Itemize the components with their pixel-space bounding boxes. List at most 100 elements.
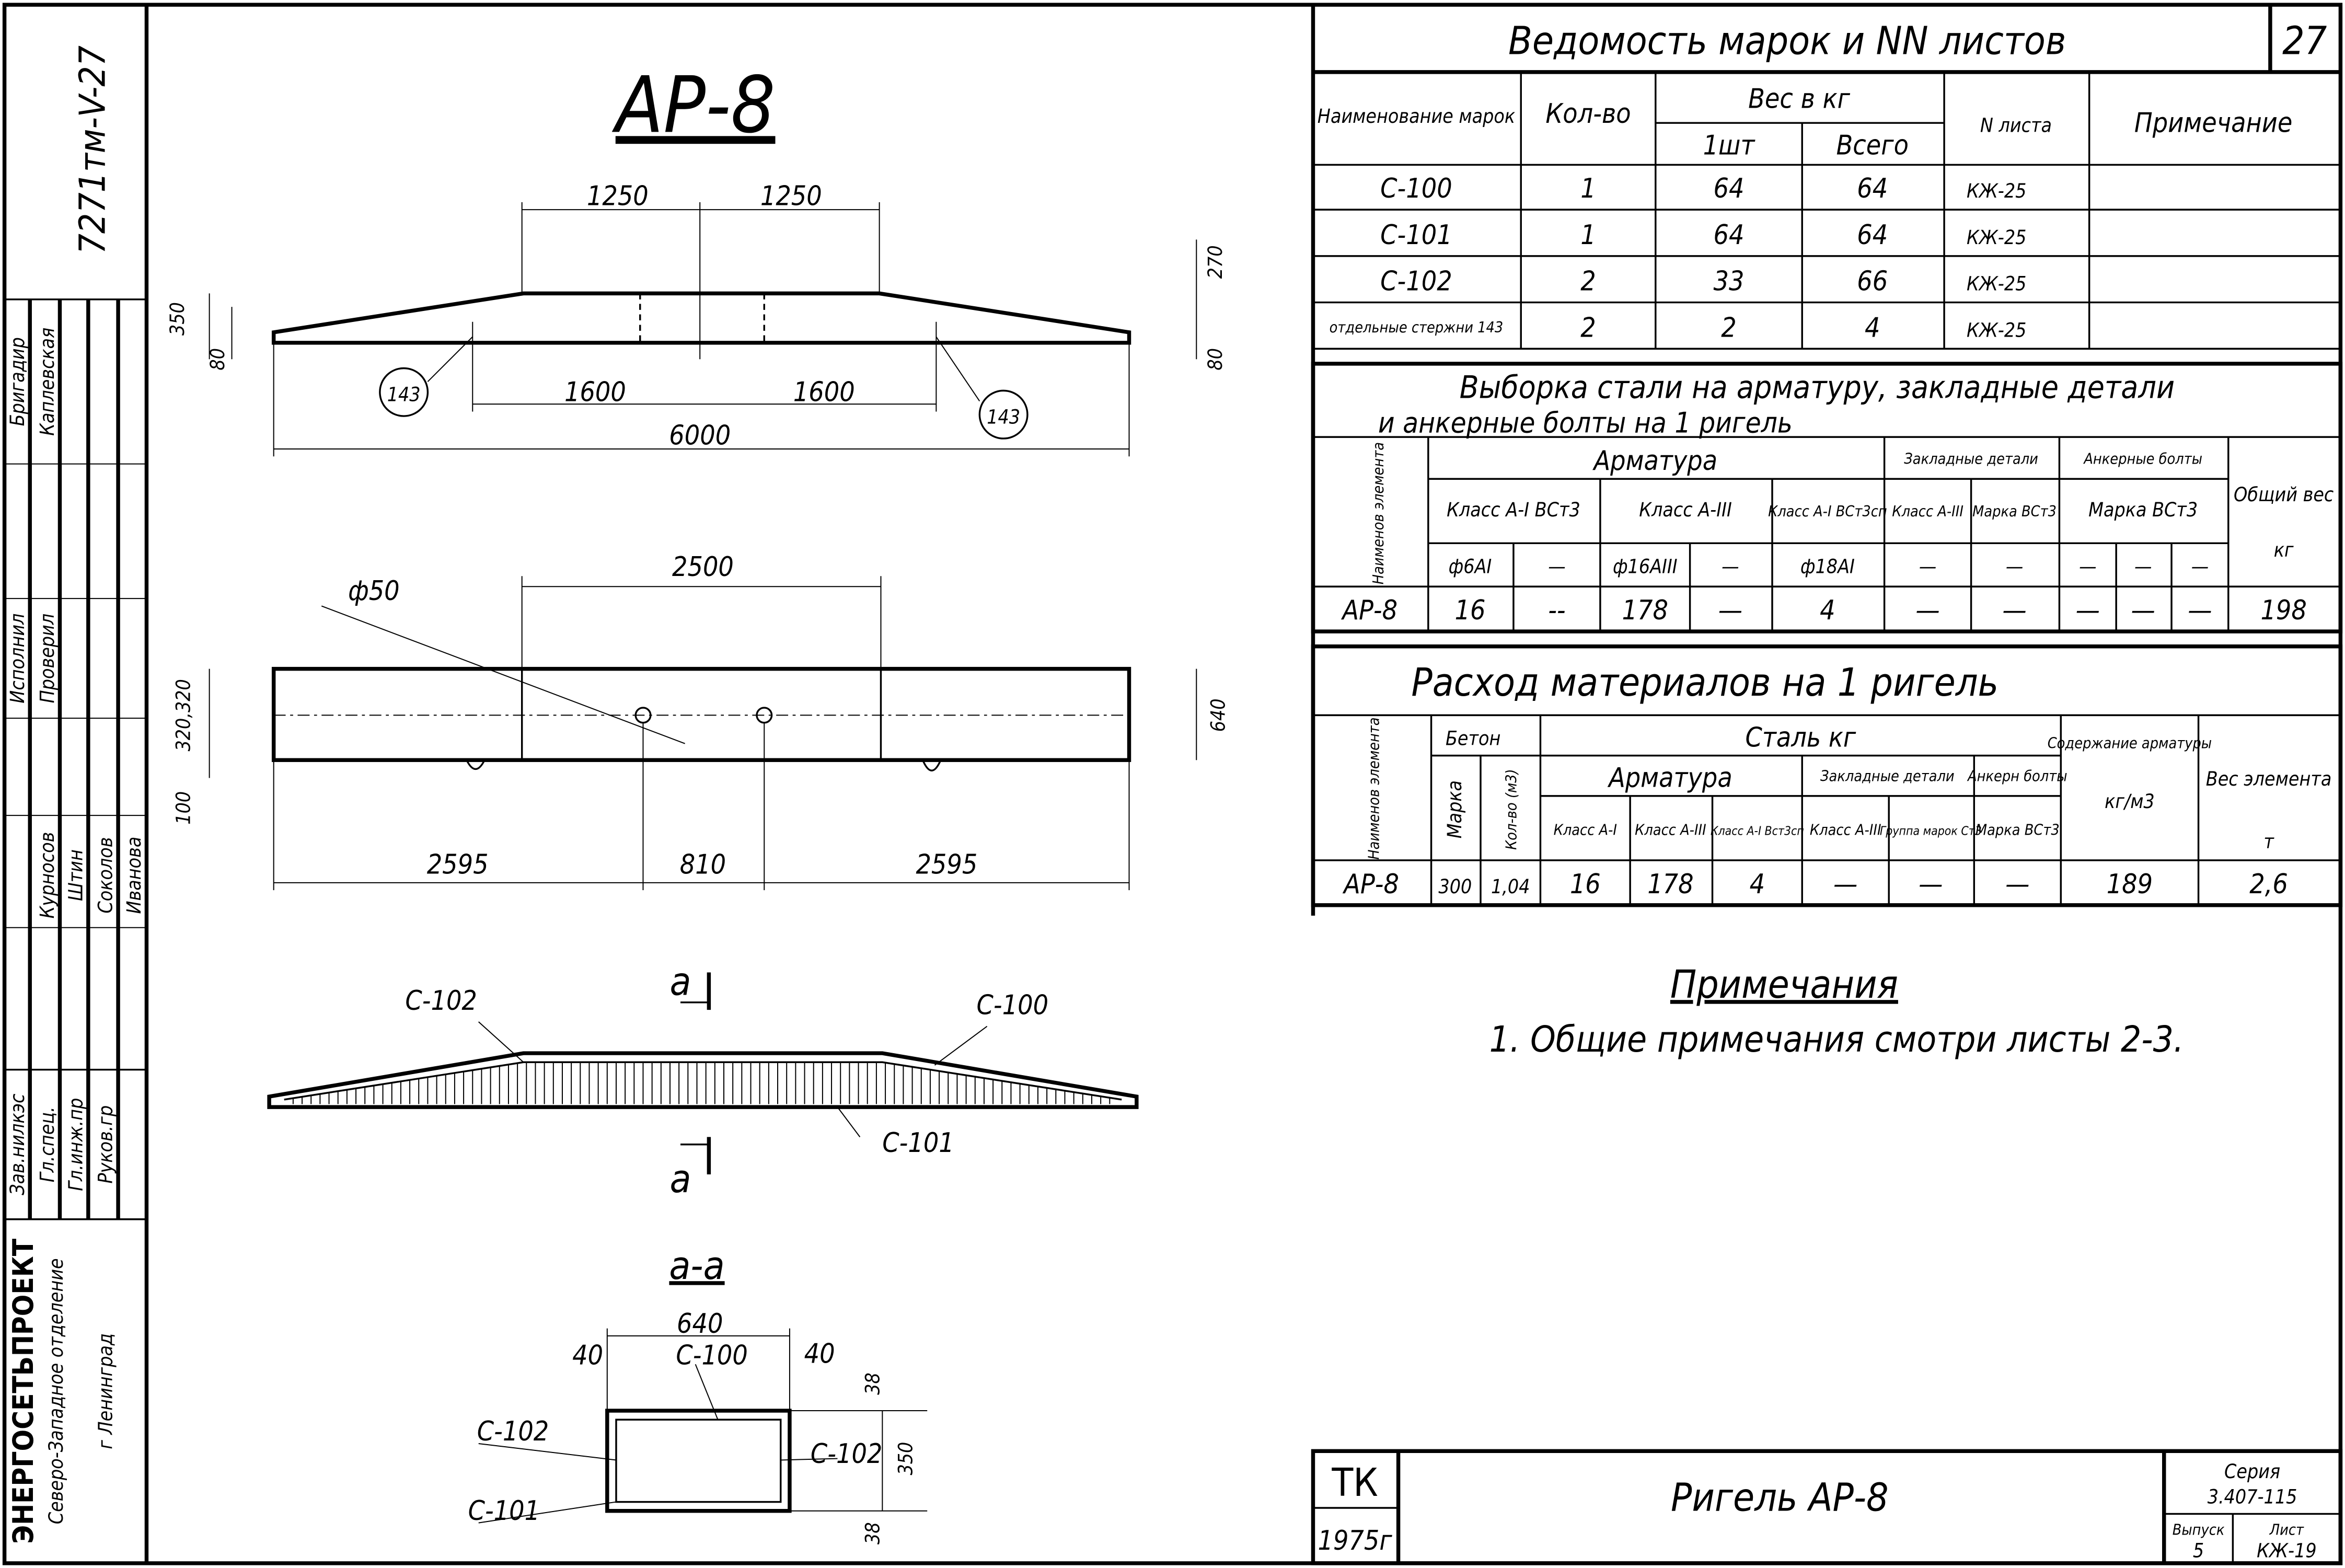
cell: —	[2076, 595, 2100, 626]
col-header: Арматура	[1607, 763, 1732, 794]
bar-mark: С-100	[977, 990, 1049, 1021]
col-header: Бетон	[1446, 727, 1500, 750]
year: 1975г	[1318, 1525, 1392, 1557]
table-row: АР-8 16 -- 178 — 4 — — — — — 198	[1341, 595, 2307, 626]
elevation-view: 1250 1250 350 80 270 80 143 143 1600 160…	[166, 181, 1227, 457]
cell: 2	[1580, 266, 1596, 297]
col-header: Наименов элемента	[1369, 442, 1387, 584]
sheet-label: Лист	[2269, 1521, 2304, 1539]
col-header: Марка ВСт3	[1972, 502, 2057, 520]
issue-label: Выпуск	[2173, 1521, 2225, 1539]
col-header: Класс А-III	[1810, 821, 1881, 838]
dimension-label: 2500	[672, 551, 734, 583]
table-row: АР-8 300 1,04 16 178 4 — — — 189 2,6	[1342, 869, 2288, 900]
notes-title: Примечания	[1670, 962, 1898, 1007]
cell: 64	[1714, 220, 1745, 251]
sheet-code: 7271тм-V-27	[72, 45, 113, 254]
col-header: Марка ВСт3	[2088, 498, 2198, 521]
name: Курносов	[36, 832, 59, 919]
name: Каплевская	[36, 328, 59, 436]
col-header: Наименов элемента	[1365, 717, 1382, 859]
drawing-name: Ригель АР-8	[1671, 1475, 1889, 1520]
dimension-label: 1600	[793, 376, 855, 408]
section-mark: а	[670, 959, 691, 1004]
tk-label: ТК	[1331, 1460, 1378, 1505]
role: Зав.нилкэс	[6, 1094, 29, 1195]
dimension-label: 40	[804, 1338, 835, 1369]
cell: 300	[1438, 875, 1472, 898]
cell: —	[1833, 869, 1857, 900]
table-row: С-102 2 33 66 КЖ-25	[1380, 266, 2026, 297]
series-value: 3.407-115	[2208, 1485, 2297, 1508]
cell: С-101	[1380, 220, 1452, 251]
col-header: Класс А-III	[1635, 821, 1706, 838]
col-header: Анкерн болты	[1967, 767, 2067, 785]
cell: —	[1919, 555, 1936, 578]
cell: 1	[1580, 173, 1596, 204]
city: г Ленинград	[94, 1333, 117, 1449]
hole-diameter-label: ф50	[348, 575, 400, 607]
cell: 66	[1857, 266, 1888, 297]
name: Иванова	[122, 837, 145, 914]
cell: АР-8	[1341, 595, 1397, 626]
name: Штин	[64, 849, 87, 901]
cell: 178	[1647, 869, 1693, 900]
cell: 64	[1857, 220, 1888, 251]
dimension-label: 1250	[587, 181, 649, 212]
branch-name: Северо-Западное отделение	[44, 1258, 67, 1524]
plan-view: 2500 ф50 640 320,320 100 2595 810 2595	[171, 551, 1230, 891]
section-mark: а	[670, 1156, 691, 1202]
cell: АР-8	[1342, 869, 1399, 900]
cell: отдельные стержни 143	[1330, 318, 1504, 336]
note-item: 1. Общие примечания смотри листы 2-3.	[1489, 1019, 2184, 1060]
cell: 2	[1580, 312, 1596, 343]
name: Соколов	[94, 837, 117, 914]
col-header: Вес в кг	[1748, 84, 1850, 115]
cell: С-102	[1380, 266, 1452, 297]
cell: 64	[1857, 173, 1888, 204]
col-header: Примечание	[2134, 107, 2293, 139]
dimension-label: 350	[166, 302, 189, 336]
dimension-label: 640	[1207, 698, 1230, 732]
role: Бригадир	[6, 337, 29, 426]
cell: 1	[1580, 220, 1596, 251]
cell: 2	[1721, 312, 1736, 343]
cell: С-100	[1380, 173, 1452, 204]
table-row: С-100 1 64 64 КЖ-25	[1380, 173, 2026, 204]
cell: 189	[2107, 869, 2153, 900]
col-header: Общий вес	[2234, 483, 2334, 506]
issue-value: 5	[2193, 1539, 2204, 1562]
dimension-label: 350	[894, 1442, 917, 1475]
role: Руков.гр	[94, 1105, 117, 1184]
dimension-label: 640	[677, 1308, 723, 1340]
cell: КЖ-25	[1967, 226, 2026, 249]
bar-mark: С-101	[882, 1127, 954, 1159]
cell: —	[2188, 595, 2212, 626]
bar-mark: 143	[387, 383, 421, 406]
dimension-label: 320,320	[171, 679, 194, 751]
col-header: Класс А-I ВСт3	[1447, 498, 1580, 521]
steel-table-title: Выборка стали на арматуру, закладные дет…	[1460, 370, 2175, 406]
col-header: Сталь кг	[1746, 722, 1856, 753]
cell: ф6АI	[1449, 555, 1492, 578]
role: Исполнил	[6, 614, 29, 704]
cell: —	[1915, 595, 1939, 626]
dimension-label: 2595	[427, 849, 489, 881]
col-header: т	[2263, 830, 2274, 853]
cell: ф18АI	[1800, 555, 1855, 578]
bar-mark: С-101	[468, 1495, 540, 1527]
col-header: Класс А-I ВСт3сп	[1768, 502, 1887, 520]
role: Гл.спец.	[36, 1106, 59, 1182]
col-header: Класс А-III	[1639, 498, 1732, 521]
col-header: Арматура	[1592, 445, 1717, 477]
col-header: Вес элемента	[2206, 767, 2332, 790]
drawing-title: АР-8	[611, 60, 776, 151]
cell: —	[1722, 555, 1739, 578]
col-header: Марка ВСт3	[1976, 821, 2060, 838]
section-title: а-а	[669, 1243, 724, 1288]
dimension-label: 100	[171, 791, 194, 825]
dimension-label: 270	[1204, 245, 1227, 279]
cell: —	[2002, 595, 2026, 626]
cell: —	[2134, 555, 2152, 578]
